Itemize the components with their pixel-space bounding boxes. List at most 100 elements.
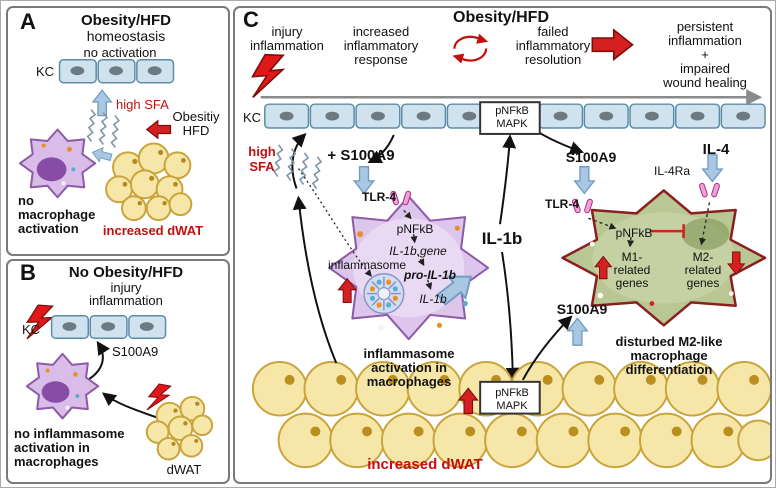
s100a9-top-label: S100A9 <box>565 149 617 165</box>
persistent-4: impaired <box>680 61 730 76</box>
kc-row <box>50 315 167 339</box>
arrow-kc-to-s100a9 <box>367 134 395 163</box>
no-macrophage-activation-2: macrophage <box>18 207 96 222</box>
pro-il1b-label: pro-IL-1b <box>404 268 456 282</box>
mapk-dwat-label: MAPK <box>496 400 528 412</box>
no-macrophage-activation-1: no <box>18 193 34 208</box>
disturbed-m2-1: disturbed M2-like <box>615 334 723 349</box>
increased-response-1: increased <box>352 24 410 39</box>
arrow-s100a9-to-kc <box>86 340 111 382</box>
block-arrow-s100a9-up <box>566 317 588 346</box>
cycle-arrows-icon <box>452 33 489 64</box>
plus-s100a9-label: + S100A9 <box>327 147 395 164</box>
failed-resolution-2: inflammatory <box>515 38 591 53</box>
arrow-dwat-to-macrophage <box>101 392 157 419</box>
arrow-sfa-to-inflammasome <box>297 168 372 277</box>
il1b-big-label: IL-1b <box>481 229 523 248</box>
panel-c-letter: C <box>243 7 259 32</box>
kc-label: KC <box>36 64 55 79</box>
high-sfa-1: high <box>248 144 276 159</box>
macrophage-icon <box>27 354 98 419</box>
il4-label: IL-4 <box>702 141 730 158</box>
pnfkb-mapk-box-dwat <box>479 380 541 415</box>
persistent-3: + <box>701 47 709 62</box>
m1-genes-3: genes <box>615 276 649 290</box>
m2-genes-3: genes <box>686 276 720 290</box>
panel-b-graphics <box>8 302 214 461</box>
tlr4-right-label: TLR-4 <box>545 197 579 211</box>
il1b-small-label: IL-1b <box>419 292 447 306</box>
increased-response-2: inflammatory <box>343 38 419 53</box>
inflammasome-activation-2: activation in <box>371 360 447 375</box>
panel-a-letter: A <box>20 9 36 34</box>
inflammasome-activation-1: inflammasome <box>363 346 455 361</box>
increased-response-3: response <box>354 52 408 67</box>
panel-c: C Obesity/HFD injury inflammation increa… <box>233 6 772 484</box>
obesity-hfd-label-2: HFD <box>182 123 210 138</box>
kc-label: KC <box>22 322 41 337</box>
lipid-squiggle-icon <box>269 144 326 190</box>
inhibition-bar <box>649 224 685 239</box>
s100a9-mid-label: S100A9 <box>556 301 608 317</box>
s100a9-label: S100A9 <box>112 344 159 359</box>
block-arrow-persistent <box>591 29 634 61</box>
panel-c-title: Obesity/HFD <box>452 9 550 26</box>
high-sfa-2: SFA <box>249 159 275 174</box>
panel-a-graphics <box>8 59 193 254</box>
m1-genes-1: M1- <box>621 250 643 264</box>
arrow-il1b-to-pnfkb-box <box>499 134 517 225</box>
inflammation-label: inflammation <box>250 38 324 53</box>
arrow-dwat-to-s100a9 <box>521 315 573 381</box>
panel-b-title: No Obesity/HFD <box>68 264 184 281</box>
panel-a-title: Obesity/HFD <box>80 12 172 29</box>
il1b-gene-label: IL-1b gene <box>389 244 447 258</box>
kc-row <box>58 59 175 84</box>
block-arrow-s100a9-right-down <box>573 165 595 195</box>
inflammasome-label: inflammasome <box>327 258 407 272</box>
m2-genes-2: related <box>684 263 722 277</box>
adipocyte-cluster <box>145 395 214 461</box>
kc-label: KC <box>243 110 262 125</box>
increased-dwat-label: increased dWAT <box>102 223 204 238</box>
block-arrow-obesity <box>146 120 172 139</box>
persistent-2: inflammation <box>668 33 742 48</box>
failed-resolution-1: failed <box>537 24 569 39</box>
disturbed-m2-2: macrophage <box>630 348 708 363</box>
tlr4-label: TLR-4 <box>362 190 396 204</box>
signal-arrows <box>291 132 585 382</box>
il4ra-receptor-icon <box>698 182 721 199</box>
panel-a: A Obesity/HFD homeostasis no activation … <box>6 6 230 256</box>
arrow-box-to-s100a9 <box>539 132 585 155</box>
inflammation-label: inflammation <box>89 293 163 308</box>
pnfkb-mac-label: pNFkB <box>396 222 434 236</box>
lightning-bolt-icon <box>249 51 286 102</box>
failed-resolution-3: resolution <box>524 52 582 67</box>
pnfkb-dwat-label: pNFkB <box>495 387 529 399</box>
m1-genes-2: related <box>613 263 651 277</box>
il4ra-label: IL-4Ra <box>653 164 691 178</box>
m2-genes-1: M2- <box>692 250 714 264</box>
panel-b: B No Obesity/HFD injury inflammation KC … <box>6 259 230 484</box>
increased-dwat-label: increased dWAT <box>367 456 483 473</box>
intracellular-arrows <box>403 209 433 290</box>
no-inflammasome-1: no inflammasome <box>14 426 125 441</box>
panel-a-subtitle: homeostasis <box>86 28 166 44</box>
panel-c-graphics <box>249 29 770 469</box>
no-inflammasome-2: activation in <box>14 440 90 455</box>
intracellular-arrows-green <box>588 202 711 248</box>
injury-label: injury <box>271 24 303 39</box>
no-inflammasome-3: macrophages <box>14 454 99 469</box>
block-arrow-up <box>92 89 113 117</box>
pnfkb-mapk-box <box>479 101 541 135</box>
arrow-il1b-to-dwat-box <box>501 251 520 382</box>
no-activation-label: no activation <box>83 45 157 60</box>
persistent-5: wound healing <box>663 75 747 90</box>
m2-macrophage-icon <box>563 190 765 325</box>
pnfkb-label: pNFkB <box>495 105 529 117</box>
adipocyte-cluster <box>105 142 193 222</box>
mapk-label: MAPK <box>496 118 528 130</box>
no-macrophage-activation-3: activation <box>18 221 79 236</box>
arrow-sfa-to-kc <box>291 132 307 189</box>
injury-label: injury <box>110 280 142 295</box>
